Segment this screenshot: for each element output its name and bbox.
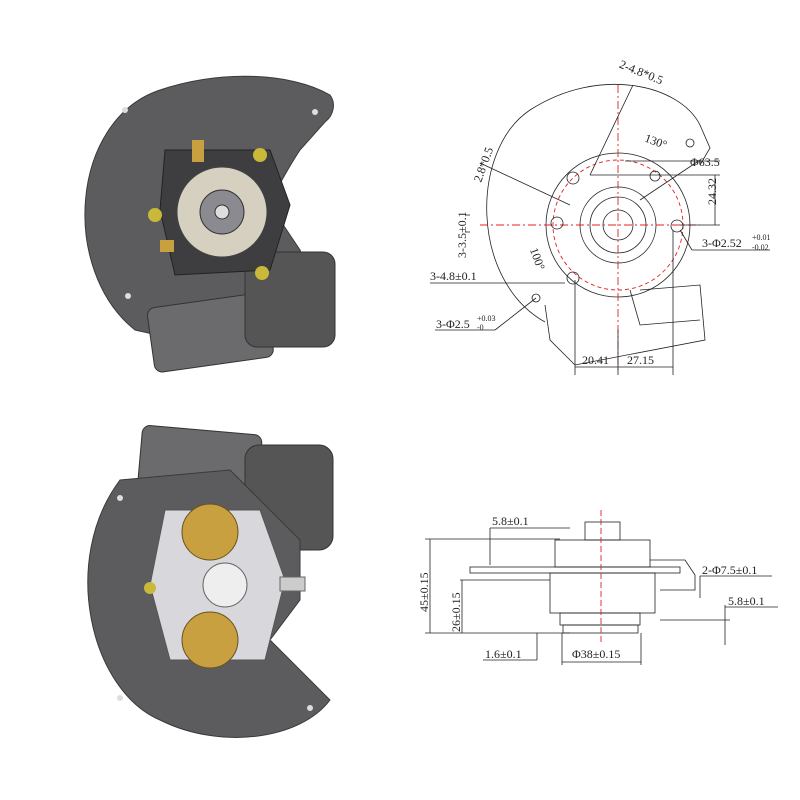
dim-width-left: 20.41: [582, 353, 609, 367]
dim-mid-height: 26±0.15: [449, 592, 463, 632]
dim-right-offset: 5.8±0.1: [728, 594, 765, 608]
dim-pin-left: 3-4.8±0.1: [430, 269, 477, 283]
dim-angle-left: 100°: [527, 246, 548, 272]
brass-terminal-top: [181, 503, 239, 561]
tolerance-lower: -0: [477, 323, 484, 332]
dim-total-height: 45±0.15: [417, 572, 431, 612]
hole: [117, 695, 123, 701]
screw-icon: [255, 266, 269, 280]
dim-hole-left: 3-3.5±0.1: [455, 211, 469, 258]
terminal-tab: [192, 140, 204, 162]
tolerance-lower: -0.02: [752, 243, 769, 252]
center-pin: [214, 204, 230, 220]
dim-base-diameter: Φ38±0.15: [572, 647, 620, 661]
dim-width-right: 27.15: [627, 353, 654, 367]
dim-base-thickness: 1.6±0.1: [485, 647, 522, 661]
dim-pipe-diameter: 2-Φ7.5±0.1: [702, 563, 757, 577]
screw-icon: [148, 208, 162, 222]
center-hub: [202, 562, 248, 608]
brass-terminal-bottom: [181, 611, 239, 669]
tolerance-upper: +0.03: [477, 314, 496, 323]
dim-hole-bottom: 3-Φ2.5: [436, 317, 470, 331]
dim-height-right: 24.32: [705, 178, 719, 205]
dim-diameter: Φ63.5: [690, 155, 720, 169]
dim-terminal-top: 2-4.8*0.5: [617, 57, 665, 87]
dim-hole-right: 3-Φ2.52: [702, 236, 742, 250]
side-view-drawing: 5.8±0.1 45±0.15 26±0.15 2-Φ7.5±0.1 5.8±0…: [417, 510, 778, 665]
render-bottom-view: [87, 425, 334, 738]
hole: [117, 495, 123, 501]
pipe-stub: [279, 576, 306, 592]
tolerance-upper: +0.01: [752, 233, 771, 242]
hole: [307, 705, 313, 711]
hole: [122, 107, 128, 113]
hole: [125, 293, 131, 299]
dim-terminal-left: 2.8*0.5: [471, 145, 496, 184]
render-top-view: [84, 75, 336, 373]
screw-icon: [253, 148, 267, 162]
top-view-drawing: 2-4.8*0.5 2.8*0.5 130° 100° Φ63.5 24.32 …: [430, 57, 771, 375]
hole: [312, 109, 318, 115]
screw-icon: [144, 582, 156, 594]
dim-top-offset: 5.8±0.1: [492, 514, 529, 528]
terminal-tab: [160, 240, 174, 252]
dim-angle-top: 130°: [643, 131, 669, 152]
